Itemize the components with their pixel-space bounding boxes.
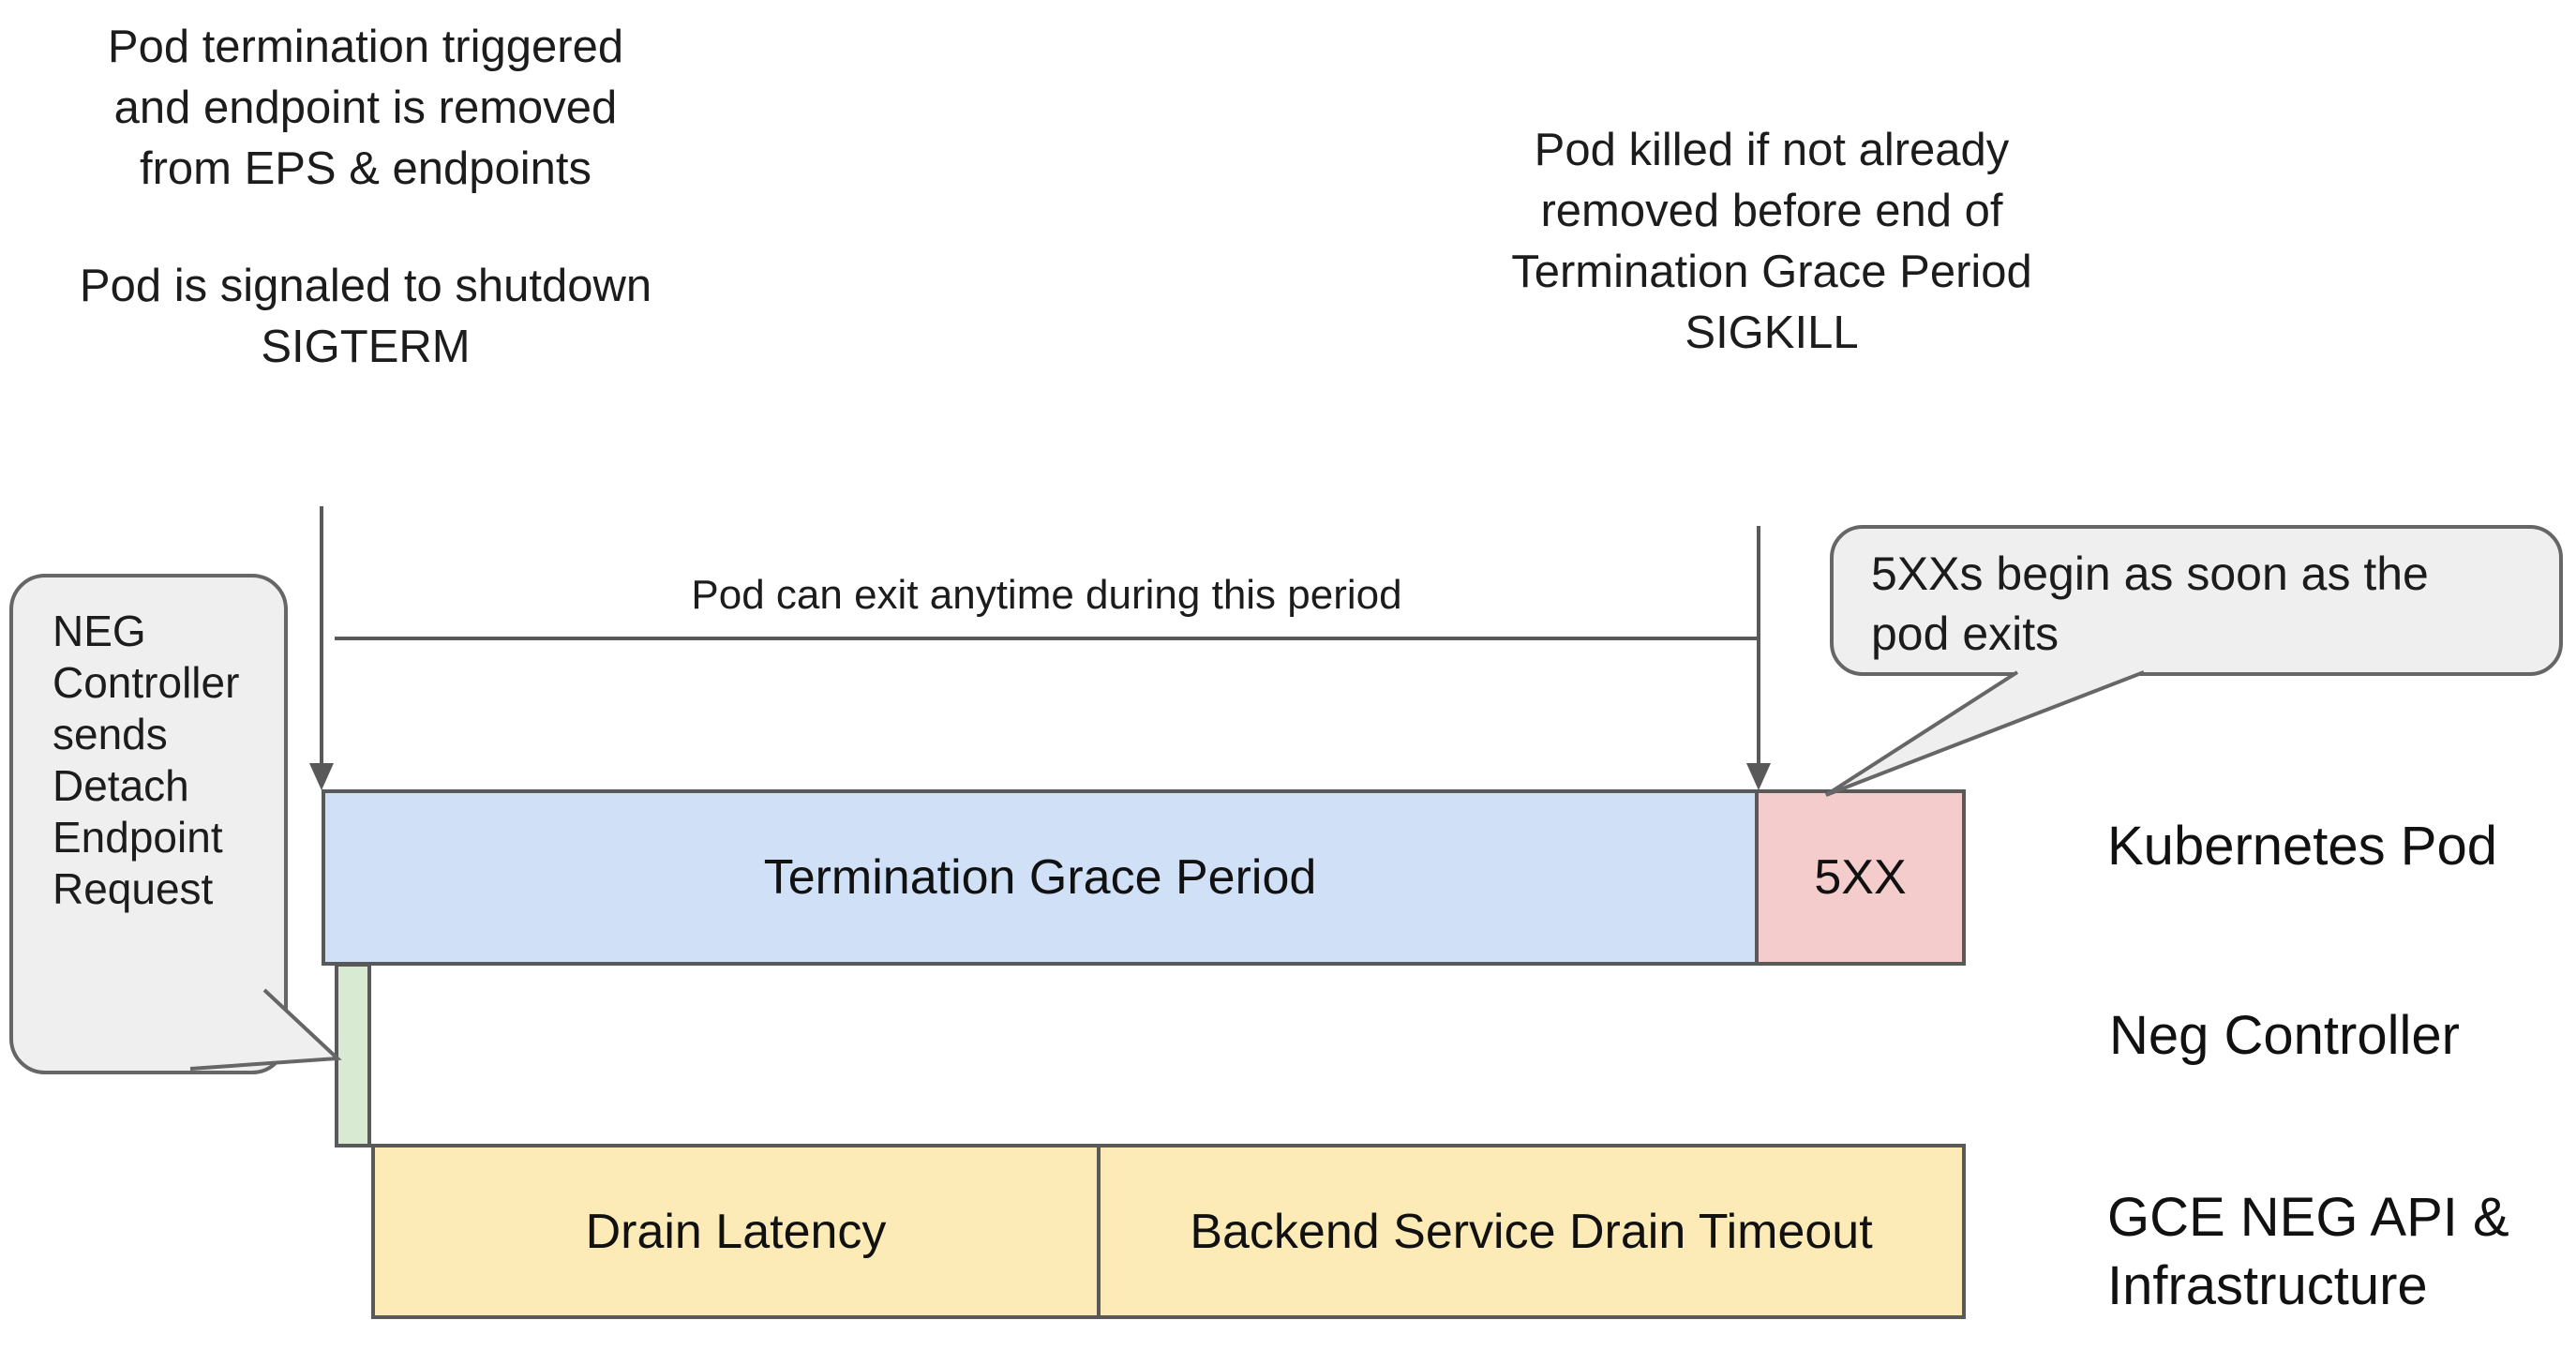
note-line: and endpoint is removed bbox=[113, 82, 618, 133]
callout-line: Endpoint bbox=[52, 813, 223, 862]
note-line: Pod is signaled to shutdown bbox=[79, 261, 652, 311]
note-pod-killed-sigkill: Pod killed if not already removed before… bbox=[1490, 120, 2053, 364]
sigterm-arrowhead-icon bbox=[309, 763, 334, 790]
note-line: Termination Grace Period bbox=[1511, 247, 2032, 297]
note-line: SIGKILL bbox=[1685, 308, 1859, 358]
error-5xx-label: 5XX bbox=[1814, 850, 1907, 905]
row-label-neg-controller: Neg Controller bbox=[2109, 1005, 2460, 1066]
row-label-gce: GCE NEG API & Infrastructure bbox=[2107, 1183, 2509, 1320]
callout-line: 5XXs begin as soon as the bbox=[1871, 548, 2429, 600]
termination-grace-period-label: Termination Grace Period bbox=[763, 850, 1317, 905]
callout-line: sends bbox=[52, 710, 168, 758]
neg-controller-detach-bar bbox=[335, 963, 371, 1148]
note-line: SIGTERM bbox=[261, 322, 471, 372]
drain-latency-label: Drain Latency bbox=[585, 1204, 887, 1259]
5xx-begin-callout-bubble: 5XXs begin as soon as the pod exits bbox=[1830, 525, 2563, 676]
callout-line: NEG bbox=[52, 607, 146, 655]
note-line: from EPS & endpoints bbox=[139, 143, 592, 194]
span-period-label: Pod can exit anytime during this period bbox=[691, 572, 1402, 618]
note-line: Pod killed if not already bbox=[1534, 125, 2010, 175]
row-label-gce-line2: Infrastructure bbox=[2107, 1255, 2428, 1316]
callout-line: Request bbox=[52, 864, 214, 913]
callout-line: Detach bbox=[52, 761, 189, 810]
backend-drain-timeout-label: Backend Service Drain Timeout bbox=[1190, 1204, 1873, 1259]
note-line: Pod termination triggered bbox=[107, 22, 624, 72]
drain-latency-cell: Drain Latency bbox=[375, 1148, 1097, 1315]
backend-drain-timeout-cell: Backend Service Drain Timeout bbox=[1097, 1148, 1962, 1315]
row-label-kubernetes-pod: Kubernetes Pod bbox=[2107, 816, 2497, 877]
termination-grace-period-bar: Termination Grace Period bbox=[322, 789, 1759, 966]
note-pod-termination-triggered: Pod termination triggered and endpoint i… bbox=[56, 17, 675, 378]
row-label-gce-line1: GCE NEG API & bbox=[2107, 1187, 2509, 1248]
note-spacer bbox=[56, 200, 675, 256]
sigkill-arrowhead-icon bbox=[1746, 763, 1771, 790]
error-5xx-bar: 5XX bbox=[1755, 789, 1966, 966]
neg-controller-callout-bubble: NEG Controller sends Detach Endpoint Req… bbox=[9, 574, 288, 1074]
callout-line: pod exits bbox=[1871, 608, 2059, 660]
gce-drain-bar: Drain Latency Backend Service Drain Time… bbox=[371, 1144, 1966, 1319]
note-line: removed before end of bbox=[1540, 186, 2003, 236]
callout-line: Controller bbox=[52, 658, 240, 707]
right-bubble-tail-icon bbox=[1824, 670, 2145, 797]
